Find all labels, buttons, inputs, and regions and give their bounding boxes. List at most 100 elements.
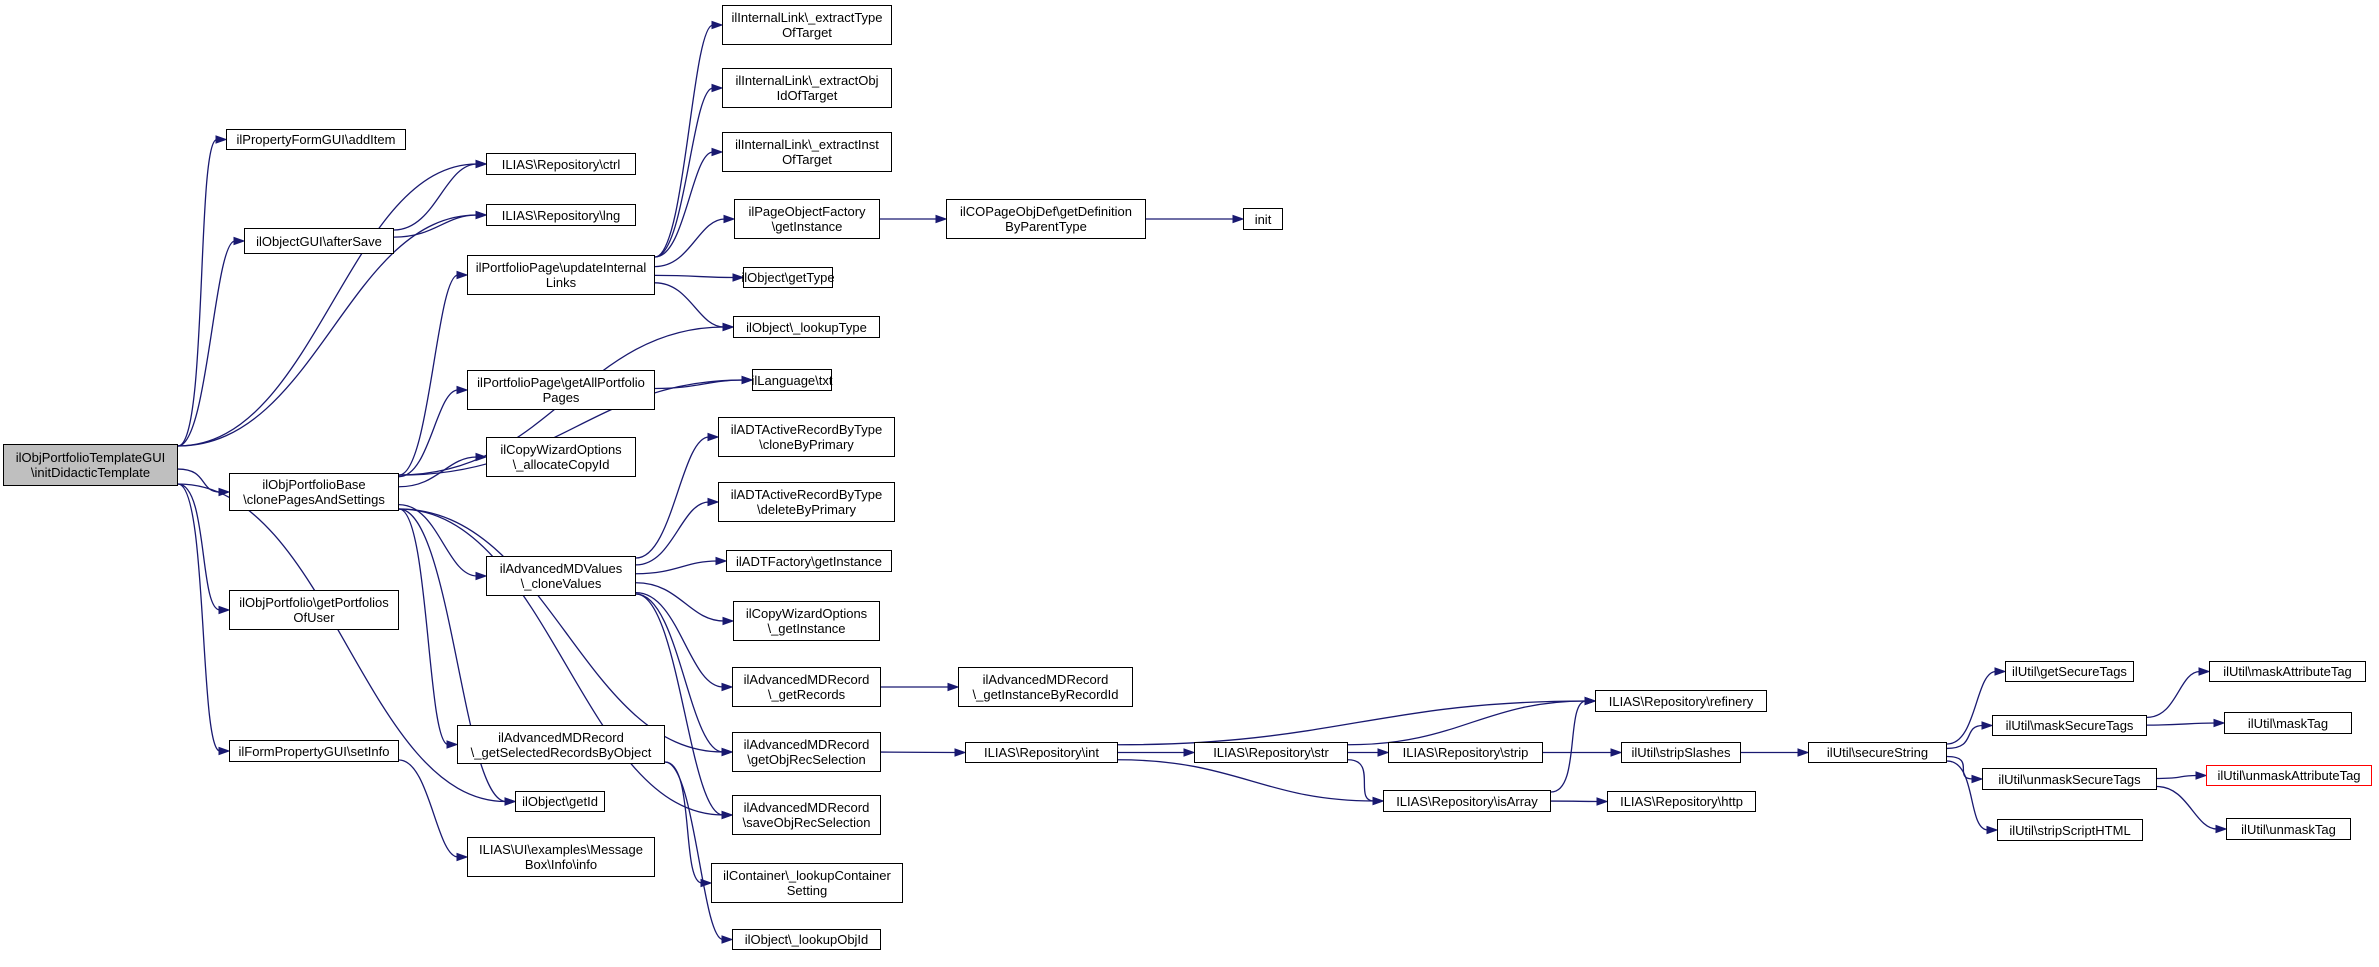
function-node[interactable]: ilObject\_lookupObjId [732, 929, 881, 950]
function-node[interactable]: ilAdvancedMDValues \_cloneValues [486, 556, 636, 596]
function-node[interactable]: init [1243, 208, 1283, 230]
function-node[interactable]: ilAdvancedMDRecord \getObjRecSelection [732, 732, 881, 772]
call-edge [399, 390, 458, 477]
function-node[interactable]: ilAdvancedMDRecord \_getSelectedRecordsB… [457, 725, 665, 764]
call-edge [636, 593, 723, 687]
function-node[interactable]: ilUtil\maskTag [2224, 712, 2352, 734]
function-node[interactable]: ilPortfolioPage\updateInternal Links [467, 255, 655, 295]
function-node[interactable]: ILIAS\Repository\refinery [1595, 690, 1767, 712]
function-node[interactable]: ilUtil\unmaskTag [2226, 818, 2351, 840]
edge-arrowhead [505, 798, 515, 805]
function-node[interactable]: ilUtil\unmaskAttributeTag [2206, 765, 2372, 786]
edge-arrowhead [1982, 722, 1992, 729]
edge-arrowhead [1972, 776, 1982, 783]
edge-arrowhead [1184, 749, 1194, 756]
function-node[interactable]: ilObjPortfolio\getPortfolios OfUser [229, 590, 399, 630]
call-edge [1348, 701, 1586, 745]
call-edge [178, 140, 217, 447]
edge-arrowhead [1233, 216, 1243, 223]
call-edge [655, 275, 734, 277]
function-node[interactable]: ILIAS\Repository\lng [486, 204, 636, 226]
edge-arrowhead [457, 272, 467, 279]
call-edge [665, 762, 702, 883]
edge-arrowhead [1585, 698, 1595, 705]
function-node[interactable]: ilAdvancedMDRecord \_getRecords [732, 667, 881, 707]
function-node[interactable]: ilUtil\maskSecureTags [1992, 715, 2147, 736]
function-node[interactable]: ilUtil\unmaskSecureTags [1982, 768, 2157, 790]
edge-arrowhead [723, 324, 733, 331]
edge-arrowhead [219, 748, 229, 755]
function-node[interactable]: ilAdvancedMDRecord \_getInstanceByRecord… [958, 667, 1133, 707]
function-node[interactable]: ilAdvancedMDRecord \saveObjRecSelection [732, 795, 881, 835]
function-node[interactable]: ILIAS\UI\examples\Message Box\Info\info [467, 837, 655, 877]
call-edge [2157, 776, 2197, 779]
function-node[interactable]: ilObject\getId [515, 791, 605, 812]
function-node[interactable]: ilObject\getType [743, 267, 833, 288]
function-node[interactable]: ILIAS\Repository\int [965, 742, 1118, 763]
edge-arrowhead [1798, 749, 1808, 756]
function-node[interactable]: ilInternalLink\_extractType OfTarget [722, 5, 892, 45]
function-node[interactable]: ilUtil\stripSlashes [1621, 742, 1741, 763]
function-node[interactable]: ILIAS\Repository\str [1194, 742, 1348, 763]
function-node[interactable]: ilUtil\getSecureTags [2005, 661, 2134, 682]
edge-arrowhead [712, 85, 722, 92]
function-node[interactable]: ilContainer\_lookupContainer Setting [711, 863, 903, 903]
call-edge [2157, 787, 2217, 830]
function-node[interactable]: ilPageObjectFactory \getInstance [734, 199, 880, 239]
edge-arrowhead [216, 136, 226, 143]
call-edge [655, 380, 743, 389]
edge-arrowhead [457, 854, 467, 861]
function-node[interactable]: ILIAS\Repository\http [1607, 791, 1756, 812]
function-node[interactable]: ilCopyWizardOptions \_getInstance [733, 601, 880, 641]
edge-arrowhead [457, 387, 467, 394]
call-edge [2147, 672, 2200, 718]
edge-arrowhead [724, 216, 734, 223]
edge-arrowhead [716, 558, 726, 565]
edge-arrowhead [955, 749, 965, 756]
function-node[interactable]: ilInternalLink\_extractInst OfTarget [722, 132, 892, 172]
function-node[interactable]: ilCopyWizardOptions \_allocateCopyId [486, 437, 636, 477]
edge-arrowhead [722, 812, 732, 819]
function-node[interactable]: ilFormPropertyGUI\setInfo [229, 740, 399, 762]
edge-arrowhead [476, 212, 486, 219]
edge-arrowhead [936, 216, 946, 223]
function-node[interactable]: ilObjPortfolioBase \clonePagesAndSetting… [229, 473, 399, 511]
function-node[interactable]: ilObjectGUI\afterSave [244, 228, 394, 254]
function-node[interactable]: ILIAS\Repository\isArray [1383, 790, 1551, 812]
call-edge [665, 762, 723, 940]
call-edge [655, 283, 724, 327]
function-node[interactable]: ilLanguage\txt [752, 369, 832, 391]
edge-arrowhead [742, 377, 752, 384]
function-node[interactable]: ilPortfolioPage\getAllPortfolio Pages [467, 370, 655, 410]
edge-arrowhead [476, 161, 486, 168]
edge-arrowhead [708, 499, 718, 506]
function-node[interactable]: ilUtil\secureString [1808, 742, 1947, 763]
function-node[interactable]: ILIAS\Repository\ctrl [486, 153, 636, 175]
call-edge [1348, 760, 1374, 801]
edge-arrowhead [2196, 772, 2206, 779]
edge-arrowhead [2199, 668, 2209, 675]
call-edge [178, 484, 220, 610]
function-node[interactable]: ilADTActiveRecordByType \cloneByPrimary [718, 417, 895, 457]
call-edge [655, 88, 713, 257]
edge-arrowhead [722, 684, 732, 691]
call-edge [399, 509, 723, 752]
function-node[interactable]: ilADTFactory\getInstance [726, 550, 892, 572]
function-node[interactable]: ilUtil\maskAttributeTag [2209, 661, 2366, 682]
edge-arrowhead [1611, 749, 1621, 756]
function-node[interactable]: ILIAS\Repository\strip [1388, 742, 1543, 763]
call-edge [178, 241, 235, 446]
call-edge [399, 509, 448, 745]
edge-arrowhead [1373, 798, 1383, 805]
call-edge [399, 275, 458, 475]
function-node[interactable]: ilUtil\stripScriptHTML [1997, 819, 2143, 841]
function-node[interactable]: ilObject\_lookupType [733, 316, 880, 338]
function-node[interactable]: ilInternalLink\_extractObj IdOfTarget [722, 68, 892, 108]
function-node[interactable]: ilCOPageObjDef\getDefinition ByParentTyp… [946, 199, 1146, 239]
edge-arrowhead [723, 618, 733, 625]
function-node[interactable]: ilPropertyFormGUI\addItem [226, 129, 406, 150]
edge-arrowhead [1987, 827, 1997, 834]
function-node[interactable]: ilADTActiveRecordByType \deleteByPrimary [718, 482, 895, 522]
edge-arrowhead [234, 238, 244, 245]
